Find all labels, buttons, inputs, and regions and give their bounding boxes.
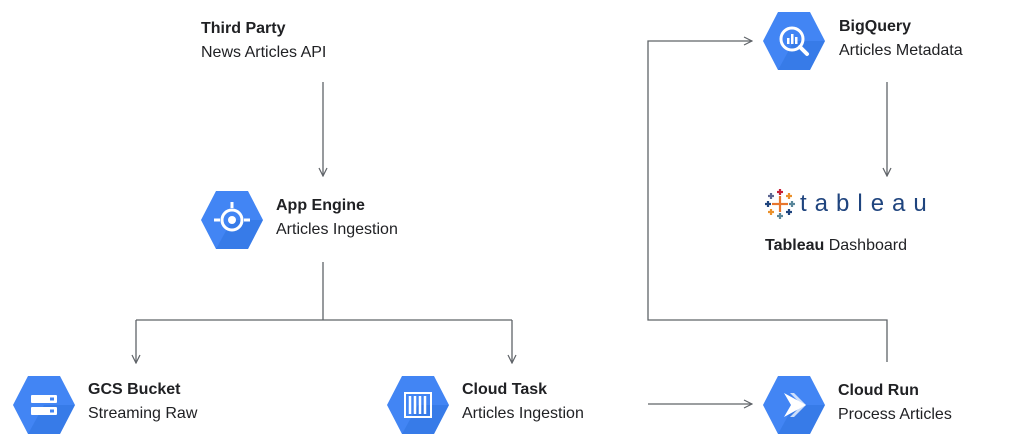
node-subtitle: Articles Metadata <box>839 42 963 59</box>
node-tableau-dashboard: Tableau Dashboard <box>765 234 907 258</box>
node-bigquery: BigQuery Articles Metadata <box>839 15 963 63</box>
node-title: Cloud Run <box>838 382 919 399</box>
gcs-bucket-icon <box>13 376 75 434</box>
node-title: Cloud Task <box>462 381 548 398</box>
node-title: App Engine <box>276 197 365 214</box>
node-cloud-task: Cloud Task Articles Ingestion <box>462 378 584 426</box>
node-title: BigQuery <box>839 18 912 35</box>
node-subtitle: Process Articles <box>838 406 952 423</box>
bigquery-icon <box>763 12 825 70</box>
cloud-task-icon <box>387 376 449 434</box>
tableau-wordmark: tableau <box>800 190 935 217</box>
cloud-run-icon <box>763 376 825 434</box>
edge-cloud-run-to-bigquery <box>647 41 888 362</box>
app-engine-icon <box>201 191 263 249</box>
node-subtitle: News Articles API <box>201 44 327 61</box>
node-third-party: Third Party News Articles API <box>201 17 326 65</box>
node-app-engine: App Engine Articles Ingestion <box>276 194 398 242</box>
node-title: GCS Bucket <box>88 381 181 398</box>
node-title: Third Party <box>201 20 286 37</box>
node-subtitle: Articles Ingestion <box>276 221 398 238</box>
node-title-rest: Dashboard <box>824 237 907 254</box>
tableau-logo-icon <box>765 189 795 219</box>
node-gcs-bucket: GCS Bucket Streaming Raw <box>88 378 197 426</box>
node-subtitle: Streaming Raw <box>88 405 198 422</box>
node-cloud-run: Cloud Run Process Articles <box>838 379 952 427</box>
node-subtitle: Articles Ingestion <box>462 405 584 422</box>
node-title-bold: Tableau <box>765 237 825 254</box>
